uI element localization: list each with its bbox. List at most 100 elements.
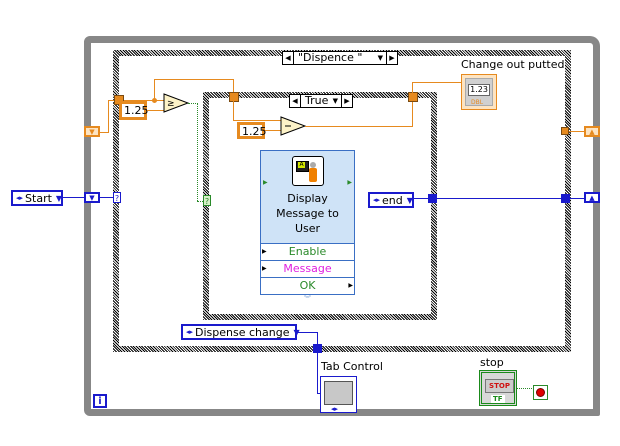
wire-boolean-in	[197, 201, 205, 202]
express-vi-title-line-1: Display	[287, 192, 328, 205]
inner-case-enum-tunnel	[428, 194, 437, 203]
terminal-enable-label: Enable	[288, 245, 327, 258]
inner-case-input-tunnel	[229, 92, 239, 102]
decrement-arrow-icon[interactable]: ◀	[290, 95, 301, 107]
stop-button-text: STOP	[485, 379, 514, 393]
inner-case-output-tunnel	[408, 92, 418, 102]
express-vi-title-line-3: User	[294, 222, 321, 235]
greater-equal-icon: ≥	[167, 99, 175, 109]
output-arrow-icon: ▶	[348, 282, 353, 289]
outer-case-enum-tunnel	[561, 194, 570, 203]
wire-sr-numeric-out	[100, 132, 109, 133]
terminal-message-label: Message	[283, 262, 332, 275]
display-message-express-vi[interactable]: A ▶ ▶ Display Message to User ▶ Enable ▶…	[260, 150, 355, 303]
terminal-ok-label: OK	[299, 279, 316, 292]
subtract-constant[interactable]: 1.25	[237, 122, 267, 139]
increment-arrow-icon[interactable]: ▶	[386, 52, 397, 64]
increment-decrement-icon: ◂▸	[16, 194, 24, 202]
change-indicator[interactable]: 1.23 DBL	[461, 74, 497, 110]
wire-outer-to-sr	[570, 198, 584, 199]
shift-register-left-numeric[interactable]: ▼	[84, 126, 100, 137]
increment-decrement-icon: ◂▸	[373, 196, 381, 204]
increment-decrement-icon: ◂▸	[331, 405, 339, 413]
wire-stop-to-condition	[517, 388, 534, 389]
wire-start-to-sr	[63, 197, 84, 198]
change-indicator-label: Change out putted	[461, 58, 565, 71]
wire-boolean-down	[197, 103, 198, 201]
wire-to-indicator	[412, 82, 462, 83]
wire-tunnel-to-subtract-h	[233, 120, 281, 121]
stop-condition-icon	[536, 388, 545, 397]
loop-condition-terminal[interactable]	[533, 385, 548, 400]
dropdown-arrow-icon[interactable]: ▼	[406, 195, 413, 205]
iteration-terminal-label: i	[98, 396, 102, 407]
wire-tunnel-to-compare	[124, 100, 164, 101]
wire-branch-up	[154, 79, 155, 101]
inner-case-selector-label: True	[305, 94, 329, 107]
wire-tunnel-to-sr-right	[569, 131, 584, 132]
threshold-value: 1.25	[124, 104, 149, 117]
threshold-constant[interactable]: 1.25	[119, 101, 149, 120]
wire-dispense-h	[297, 332, 317, 333]
wire-const-to-subtract	[265, 130, 281, 131]
increment-arrow-icon[interactable]: ▶	[341, 95, 352, 107]
dropdown-arrow-icon[interactable]: ▼	[332, 97, 338, 105]
input-arrow-icon: ▶	[262, 248, 267, 255]
display-message-icon: A	[292, 156, 324, 186]
outer-case-selector-label: "Dispence "	[298, 51, 363, 64]
dropdown-arrow-icon[interactable]: ▼	[55, 193, 63, 203]
dropdown-arrow-icon[interactable]: ▼	[294, 328, 300, 337]
outer-case-bottom-tunnel	[313, 344, 322, 353]
stop-button-terminal[interactable]: STOP TF	[479, 370, 517, 406]
tab-control-terminal[interactable]: ◂▸	[320, 376, 357, 413]
wire-inner-to-outer	[437, 198, 561, 199]
shift-register-right-enum[interactable]: ▲	[584, 192, 600, 203]
change-indicator-type: DBL	[471, 99, 484, 106]
stop-label: stop	[480, 356, 504, 369]
dispense-change-enum-constant[interactable]: ◂▸ Dispense change ▼	[181, 324, 300, 340]
inner-case-selector-terminal[interactable]: ?	[203, 195, 211, 206]
subtract-constant-value: 1.25	[242, 125, 267, 138]
dispense-change-enum-label: Dispense change	[195, 325, 290, 339]
tab-control-label: Tab Control	[321, 360, 383, 373]
start-enum-constant[interactable]: ◂▸ Start ▼	[11, 190, 63, 206]
outer-case-output-tunnel	[561, 127, 569, 135]
left-terminal-icon: ▶	[263, 179, 268, 186]
end-enum-constant[interactable]: ◂▸ end ▼	[368, 192, 414, 208]
outer-case-selector-terminal[interactable]: ?	[113, 192, 121, 203]
expand-chevron-icon[interactable]: ︾	[261, 294, 354, 305]
wire-branch-over	[154, 79, 234, 80]
wire-sr-to-selector	[100, 197, 114, 198]
start-enum-label: Start	[25, 191, 52, 205]
folder-icon	[324, 381, 353, 405]
stop-type-label: TF	[491, 395, 505, 403]
terminal-enable[interactable]: ▶ Enable	[261, 243, 354, 260]
dropdown-arrow-icon[interactable]: ▼	[377, 54, 383, 62]
shift-register-left-enum[interactable]: ▼	[84, 192, 100, 203]
wire-subtract-out	[305, 126, 412, 127]
increment-decrement-icon: ◂▸	[186, 328, 194, 336]
iteration-terminal: i	[93, 394, 107, 408]
wire-sr-numeric-to-tunnel	[108, 100, 116, 101]
input-arrow-icon: ▶	[262, 265, 267, 272]
wire-dispense-down	[317, 332, 318, 394]
express-vi-title-line-2: Message to	[276, 207, 339, 220]
decrement-arrow-icon[interactable]: ◀	[283, 52, 294, 64]
wire-sr-numeric-up	[108, 100, 109, 133]
wire-tunnel-to-subtract	[233, 101, 234, 121]
wire-branch-down	[233, 79, 234, 96]
right-terminal-icon: ▶	[347, 179, 352, 186]
wire-boolean-to-inner-selector	[188, 103, 198, 104]
end-enum-label: end	[382, 193, 403, 207]
greater-or-equal-function[interactable]: ≥	[163, 93, 189, 113]
shift-register-right-numeric[interactable]: ▲	[584, 126, 600, 137]
wire-subtract-up	[412, 96, 413, 127]
outer-case-selector[interactable]: ◀ "Dispence " ▼ ▶	[282, 51, 398, 65]
change-indicator-value: 1.23	[468, 84, 490, 96]
wire-to-indicator-up	[412, 82, 413, 93]
terminal-message[interactable]: ▶ Message	[261, 260, 354, 277]
terminal-ok[interactable]: OK ▶	[261, 277, 354, 294]
subtract-function[interactable]	[280, 116, 306, 136]
inner-case-selector[interactable]: ◀ True ▼ ▶	[289, 94, 353, 108]
wire-end-to-tunnel	[414, 198, 430, 199]
